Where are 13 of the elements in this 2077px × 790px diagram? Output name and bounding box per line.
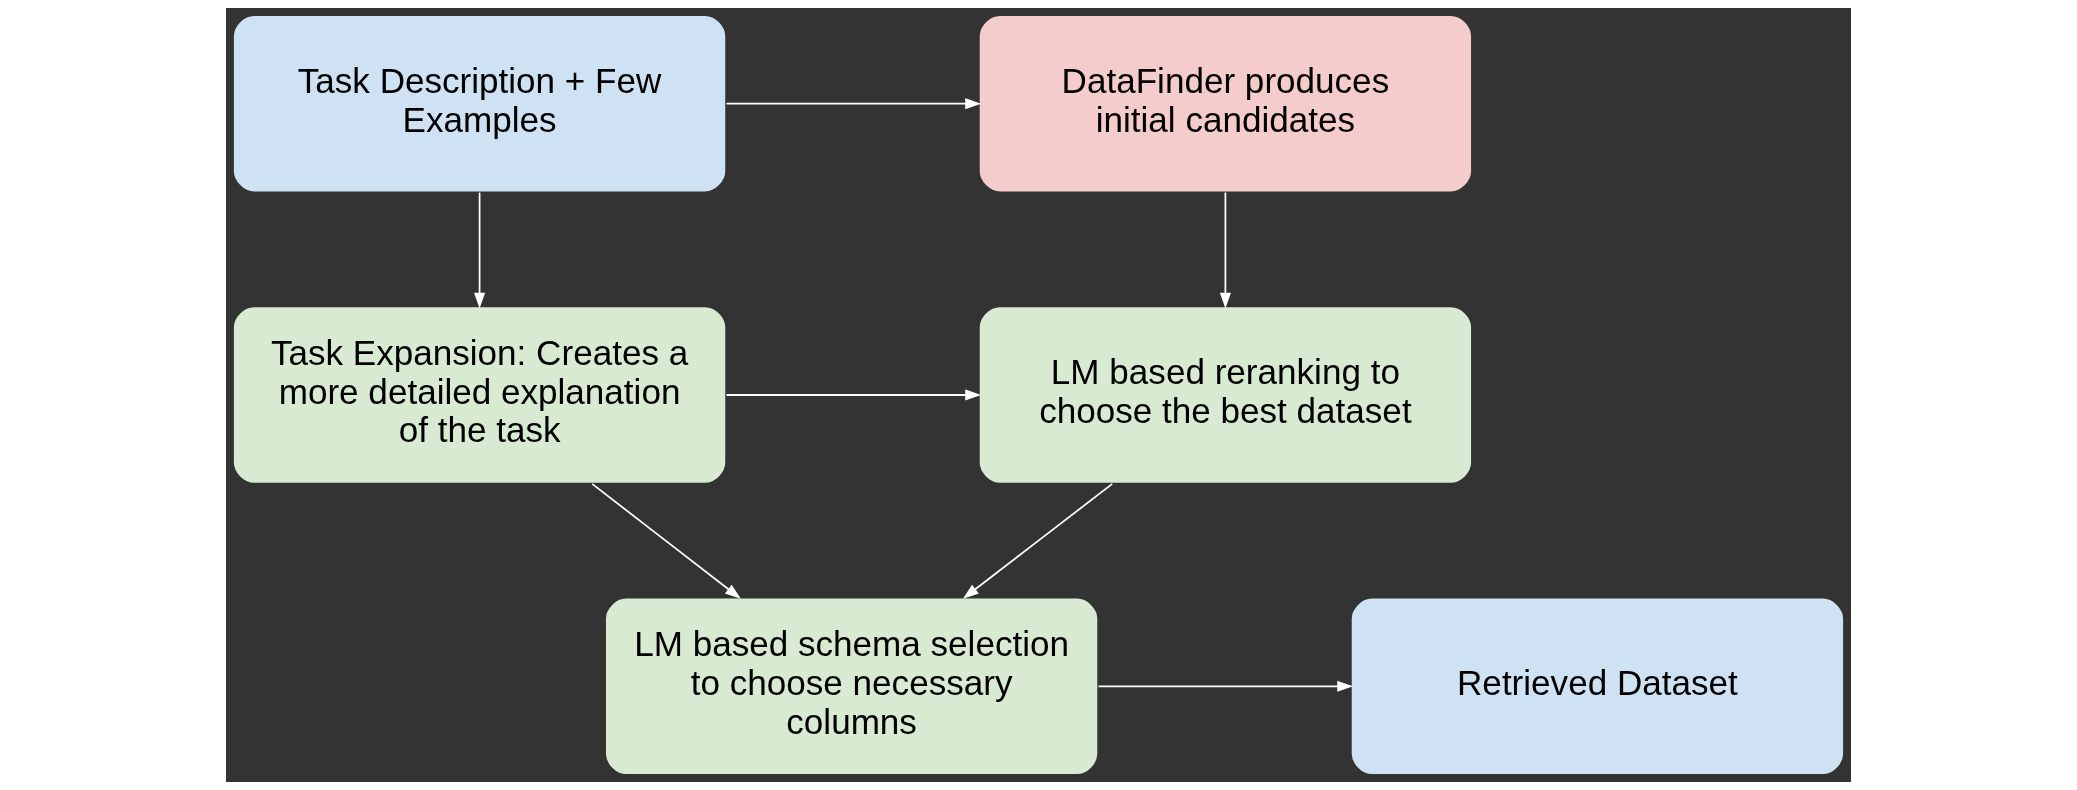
node-box: DataFinder produces initial candidates <box>977 14 1473 194</box>
arrow <box>474 191 486 309</box>
node-box: LM based schema selection to choose necessary columns <box>604 596 1100 776</box>
node-box: Task Expansion: Creates a more detailed explanation of the task <box>232 305 727 485</box>
node-box: Retrieved Dataset <box>1350 596 1845 776</box>
arrow <box>962 483 1114 599</box>
arrow <box>1219 191 1231 309</box>
arrow <box>725 389 982 401</box>
arrow <box>591 483 741 599</box>
arrow <box>725 98 982 110</box>
node-box: Task Description + Few Examples <box>232 14 727 194</box>
arrow <box>1097 680 1354 692</box>
node-box: LM based reranking to choose the best dataset <box>977 305 1473 485</box>
